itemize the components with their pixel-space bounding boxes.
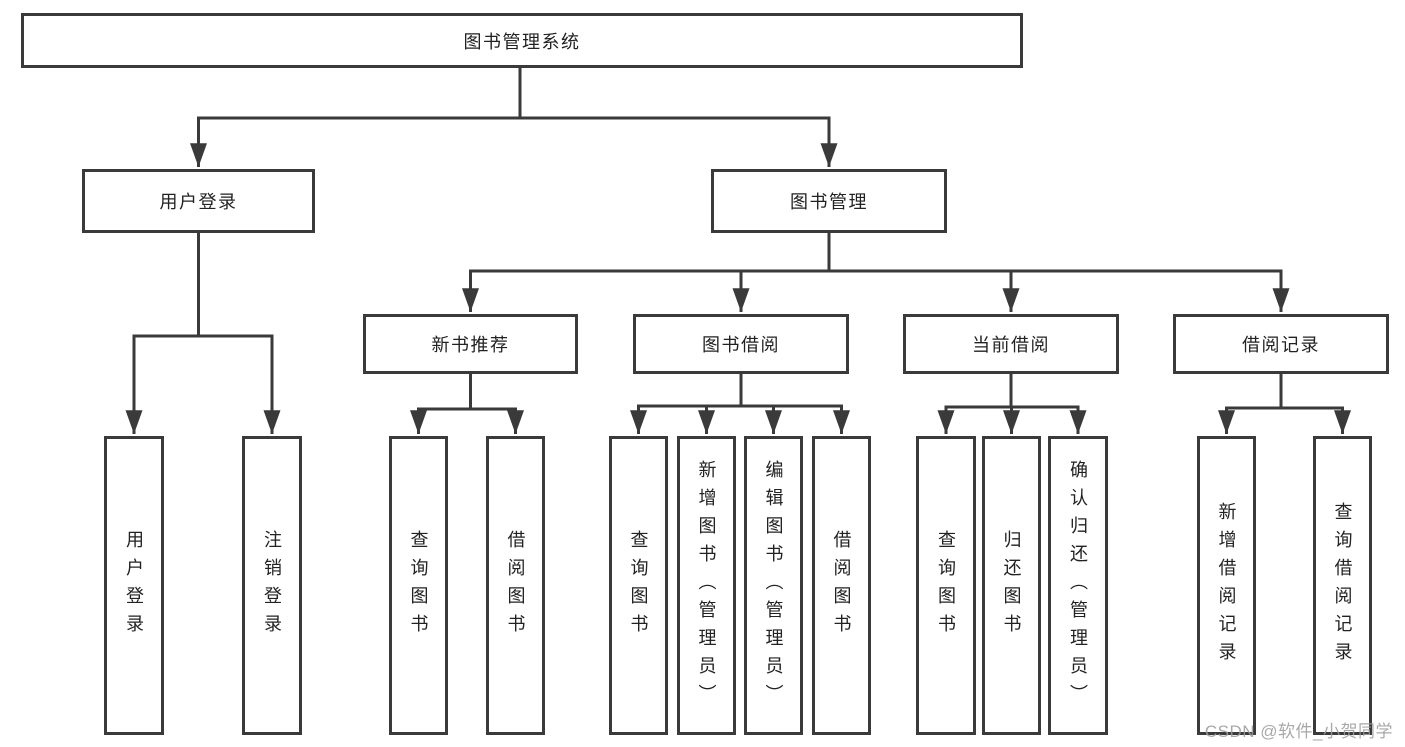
leaf-add-book-admin: 新增图书（管理员）	[677, 436, 736, 735]
leaf-query-book-current: 查询图书	[916, 436, 976, 735]
leaf-add-book-admin-label: 新增图书（管理员）	[696, 459, 717, 712]
leaf-query-book-borrow-label: 查询图书	[628, 529, 649, 642]
leaf-confirm-return-admin-label: 确认归还（管理员）	[1068, 459, 1088, 712]
leaf-user-login: 用户登录	[104, 436, 164, 735]
leaf-borrow-book-label: 借阅图书	[831, 529, 852, 642]
leaf-borrow-book-recommend-label: 借阅图书	[505, 529, 526, 642]
leaf-add-borrow-record-label: 新增借阅记录	[1216, 501, 1237, 670]
leaf-user-login-label: 用户登录	[124, 529, 144, 642]
node-borrow-record: 借阅记录	[1173, 314, 1389, 374]
node-current-borrow: 当前借阅	[903, 314, 1119, 374]
node-new-book-recommend: 新书推荐	[363, 314, 578, 374]
leaf-return-book-label: 归还图书	[1001, 529, 1022, 642]
leaf-edit-book-admin-label: 编辑图书（管理员）	[763, 459, 784, 712]
node-user-login: 用户登录	[82, 169, 315, 233]
node-root-system: 图书管理系统	[21, 13, 1023, 68]
leaf-query-borrow-record: 查询借阅记录	[1313, 436, 1372, 735]
leaf-query-book-current-label: 查询图书	[936, 529, 956, 642]
node-book-management: 图书管理	[711, 169, 947, 233]
leaf-borrow-book: 借阅图书	[812, 436, 871, 735]
leaf-return-book: 归还图书	[982, 436, 1041, 735]
leaf-add-borrow-record: 新增借阅记录	[1197, 436, 1256, 735]
node-book-borrow: 图书借阅	[633, 314, 849, 374]
leaf-edit-book-admin: 编辑图书（管理员）	[744, 436, 803, 735]
leaf-confirm-return-admin: 确认归还（管理员）	[1048, 436, 1108, 735]
leaf-query-book-recommend: 查询图书	[389, 436, 448, 735]
leaf-query-book-borrow: 查询图书	[609, 436, 668, 735]
csdn-watermark: CSDN @软件_小贺同学	[1204, 722, 1393, 741]
leaf-query-borrow-record-label: 查询借阅记录	[1332, 501, 1353, 670]
leaf-query-book-recommend-label: 查询图书	[408, 529, 429, 642]
leaf-logout: 注销登录	[242, 436, 302, 735]
leaf-logout-label: 注销登录	[262, 529, 282, 642]
leaf-borrow-book-recommend: 借阅图书	[486, 436, 545, 735]
